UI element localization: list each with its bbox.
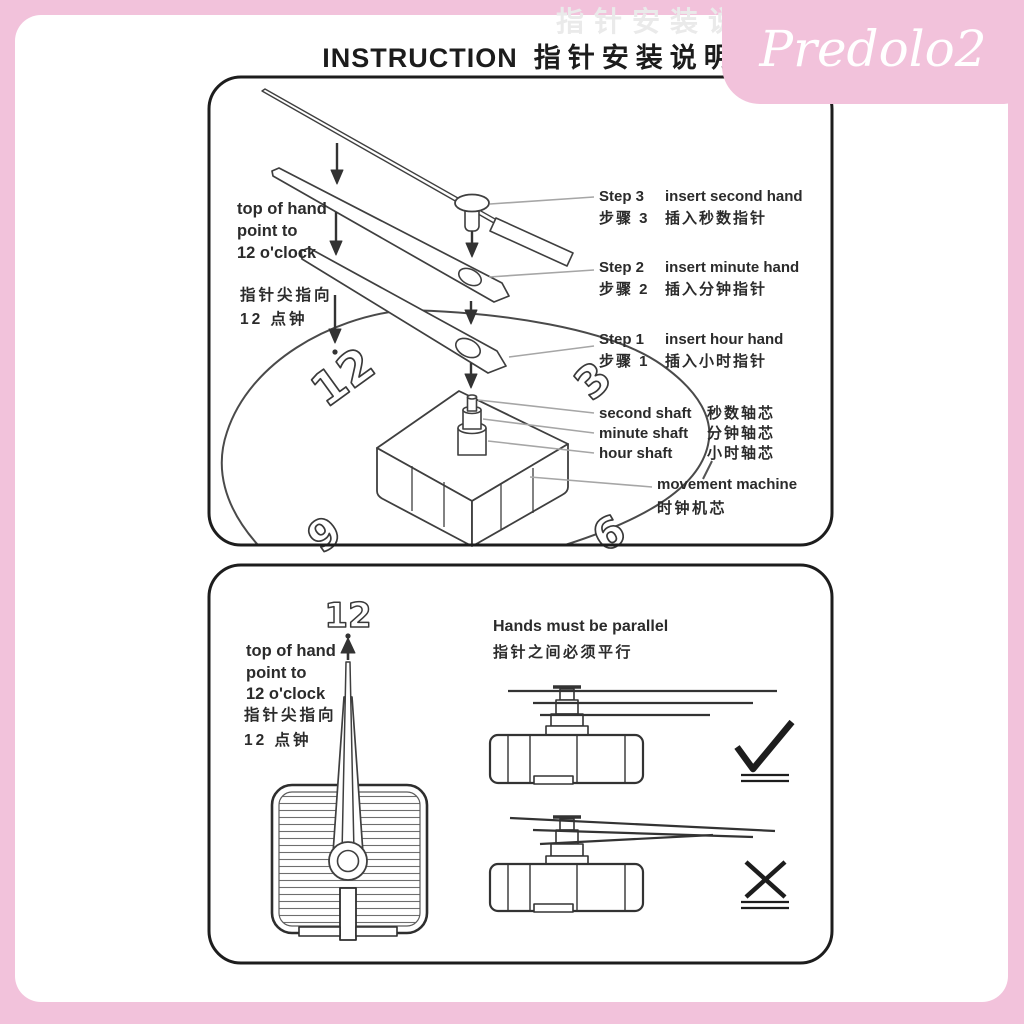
movement-machine-label-zh: 时钟机芯 <box>657 500 728 517</box>
down-arrow-left-2 <box>329 212 343 256</box>
step-1-text-zh: 插入小时指针 <box>665 353 768 370</box>
down-arrow-right-2 <box>464 301 478 325</box>
parallel-note-zh: 指针之间必须平行 <box>493 644 634 661</box>
parallel-hands-lines <box>508 689 777 717</box>
bottom-hand-note-zh: 指针尖指向 12 点钟 <box>244 707 337 749</box>
dot-under-12 <box>345 633 351 639</box>
step-2-text-zh: 插入分钟指针 <box>665 281 768 298</box>
page-title-zh: 指针安装说明 <box>533 43 738 73</box>
bottom-panel-diagram: 12 <box>270 595 795 941</box>
minute-hand-hole <box>457 267 483 287</box>
leader-movement <box>529 476 653 488</box>
movement-machine-label-en: movement machine <box>657 476 798 493</box>
top-panel-border <box>207 75 834 547</box>
leader-lines <box>477 196 653 488</box>
step-3-text-zh: 插入秒数指针 <box>665 210 768 227</box>
clock-face-arc-left <box>220 309 405 546</box>
top-hand-note-zh: 指针尖指向 12 点钟 <box>240 287 333 328</box>
hour-hand <box>300 247 507 374</box>
step-2-text: insert minute hand <box>665 259 800 276</box>
parallel-note-en: Hands must be parallel <box>493 618 669 635</box>
bottom-hand-note-en: top of hand point to 12 o'clock <box>246 642 336 703</box>
leader-minute-shaft <box>482 418 595 434</box>
step-1-no: Step 1 <box>599 331 645 348</box>
crossed-hands-lines <box>509 816 776 846</box>
step-3: Step 3 insert second hand 步骤 3 插入秒数指针 <box>599 187 803 231</box>
step-2-no: Step 2 <box>599 259 645 276</box>
watermark-text: Predolo2 <box>759 20 987 78</box>
watermark-badge: Predolo2 <box>722 0 1024 104</box>
numeral-12: 12 <box>324 596 371 636</box>
leader-step3 <box>489 196 595 205</box>
side-view-wrong <box>488 815 776 913</box>
step-3-no: Step 3 <box>599 188 645 205</box>
hour-hand-hole <box>454 337 482 359</box>
down-arrow-left-3 <box>328 295 342 355</box>
second-hand-cap <box>454 193 490 213</box>
shaft-stack <box>457 394 487 456</box>
step-3-no-zh: 步骤 3 <box>599 210 650 227</box>
hanger-stem <box>339 887 357 941</box>
second-hand-up <box>341 661 355 854</box>
clock-numeral-12: 12 <box>301 336 385 417</box>
step-1-text: insert hour hand <box>665 331 784 348</box>
step-1: Step 1 insert hour hand 步骤 1 插入小时指针 <box>599 330 783 374</box>
clock-numeral-6: 6 <box>584 505 634 562</box>
movement-label-tick <box>702 460 713 480</box>
step-2-no-zh: 步骤 2 <box>599 281 650 298</box>
minute-hand <box>271 167 510 303</box>
hub-inner <box>336 849 360 873</box>
step-2: Step 2 insert minute hand 步骤 2 插入分钟指针 <box>599 258 799 302</box>
leader-hour-shaft <box>487 440 595 454</box>
page-title-en: INSTRUCTION <box>322 43 518 73</box>
top-hand-note-en: top of hand point to 12 o'clock <box>237 200 327 262</box>
leader-second-shaft <box>477 399 595 414</box>
bottom-panel-border <box>207 563 834 965</box>
step-1-no-zh: 步骤 1 <box>599 353 650 370</box>
leader-step2 <box>488 269 595 278</box>
cross-mark <box>741 860 789 910</box>
check-mark <box>734 719 795 783</box>
hanger-bar-right <box>355 926 398 937</box>
side-view-correct <box>488 685 777 785</box>
step-3-text: insert second hand <box>665 188 803 205</box>
movement-front-view <box>270 661 429 941</box>
leader-step1 <box>508 345 595 358</box>
clock-numeral-9: 9 <box>298 506 350 563</box>
up-arrow <box>340 637 356 660</box>
down-arrow-left-1 <box>330 143 344 185</box>
page-title: INSTRUCTION 指针安装说明 <box>270 36 790 75</box>
down-arrow-right-1 <box>465 231 479 258</box>
down-arrow-right-3 <box>464 363 478 389</box>
clock-face-arc-right <box>403 309 711 546</box>
hanger-bar-left <box>298 926 341 937</box>
